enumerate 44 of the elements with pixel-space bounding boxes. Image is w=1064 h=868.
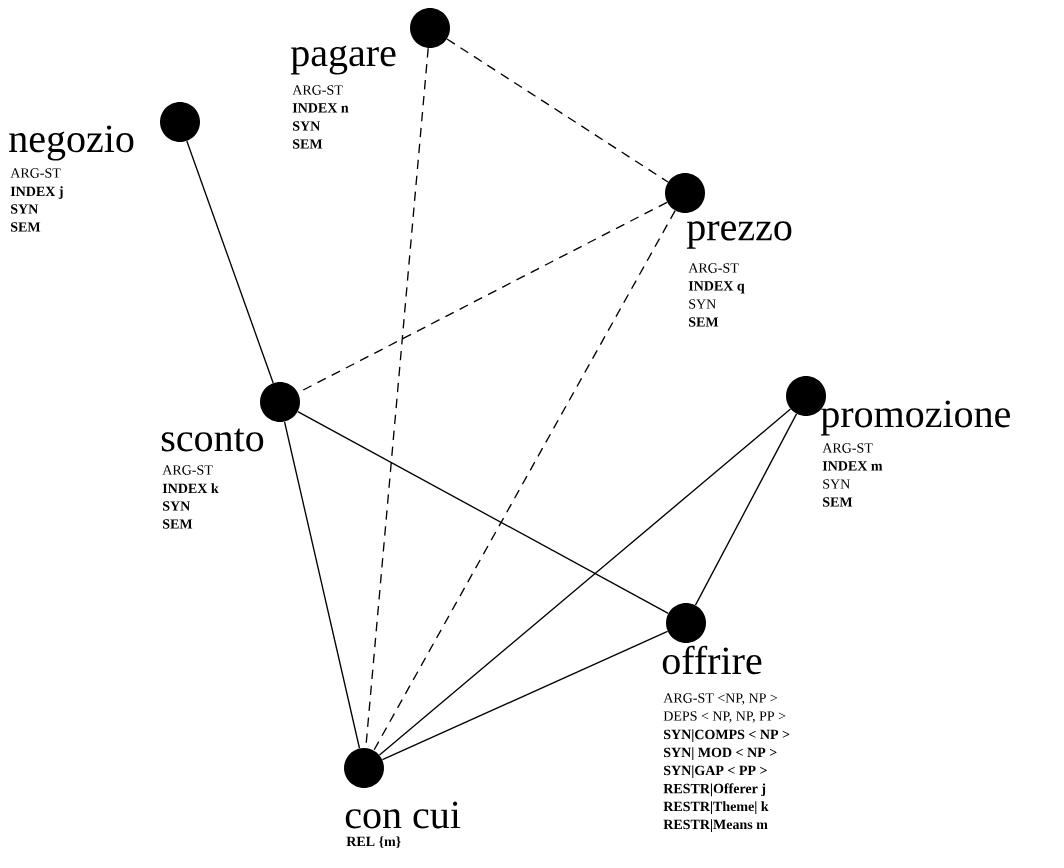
feature-line: SEM xyxy=(163,519,193,529)
connector-line xyxy=(694,413,798,606)
feature-line: SYN| MOD < NP > xyxy=(664,747,777,760)
feature-line: SYN|GAP < PP > xyxy=(664,765,767,778)
connector-line xyxy=(381,630,669,761)
feature-line: SYN xyxy=(163,501,191,511)
connector-line xyxy=(373,210,676,751)
feature-line: DEPS < NP, NP, PP > xyxy=(663,711,786,723)
feature-line: SYN|COMPS < NP > xyxy=(664,729,790,742)
feature-line: ARG-ST <NP, NP > xyxy=(663,693,778,705)
word-label: pagare xyxy=(290,45,396,75)
feature-line: ARG-ST xyxy=(688,263,739,273)
feature-line: SYN xyxy=(823,479,850,489)
word-label: sconto xyxy=(161,428,264,452)
word-label: prezzo xyxy=(686,221,792,249)
connector-line xyxy=(283,421,361,749)
feature-line: INDEX m xyxy=(822,461,883,471)
word-label: promozione xyxy=(820,400,1010,436)
feature-line: SEM xyxy=(823,497,853,507)
feature-line: ARG-ST xyxy=(822,443,873,453)
feature-line: INDEX k xyxy=(162,483,219,493)
feature-line: ARG-ST xyxy=(10,168,61,178)
feature-line: INDEX n xyxy=(292,103,349,113)
feature-line: SYN xyxy=(293,121,321,131)
word-label: negozio xyxy=(9,125,134,161)
feature-line: SYN xyxy=(689,299,716,309)
connector-line xyxy=(446,38,669,183)
word-label: offrire xyxy=(662,645,762,675)
feature-line: SEM xyxy=(689,317,719,327)
feature-line: SEM xyxy=(11,222,41,232)
feature-line: REL {m} xyxy=(346,836,401,848)
feature-line: SEM xyxy=(293,139,323,149)
feature-line: ARG-ST xyxy=(292,85,343,95)
feature-line: RESTR|Offerer j xyxy=(663,783,766,797)
connector-line xyxy=(378,408,792,756)
feature-line: INDEX j xyxy=(10,186,63,199)
feature-line: INDEX q xyxy=(688,281,745,294)
feature-line: ARG-ST xyxy=(162,465,213,475)
feature-line: RESTR|Means m xyxy=(663,819,768,832)
feature-line: SYN xyxy=(11,204,39,214)
feature-line: RESTR|Theme| k xyxy=(663,801,769,814)
connector-line xyxy=(297,411,669,614)
word-label: con cui xyxy=(345,801,461,829)
connector-line xyxy=(186,140,274,384)
